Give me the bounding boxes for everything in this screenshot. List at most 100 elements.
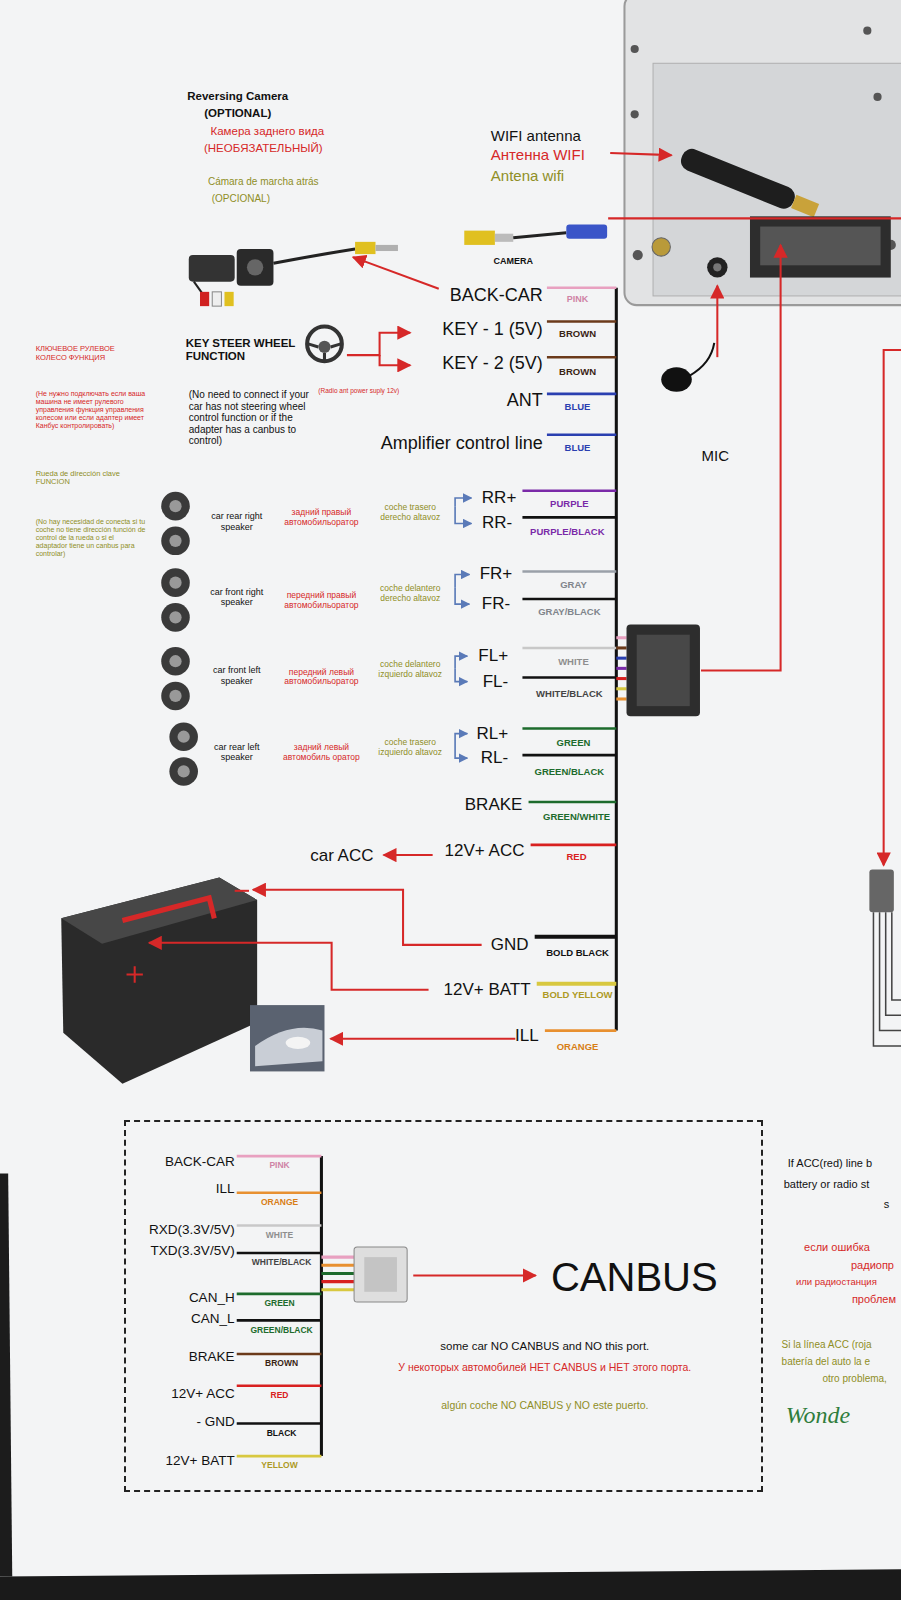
main-harness [535,935,617,939]
radio-unit [624,0,901,305]
right-harness [873,912,901,1046]
plug-label: CAMERA [494,256,534,266]
camera-title: (OPTIONAL) [204,108,271,121]
speaker-icons [161,568,190,597]
car-lights-photo [255,1028,322,1067]
speaker-icons [161,527,190,556]
wire-color: RED [566,852,586,863]
speaker-label: coche delantero derecho altavoz [371,584,449,604]
acc-note: s [884,1198,890,1211]
battery-illustration [122,898,214,920]
car-lights-photo [286,1037,310,1049]
antenna-label: Antena wifi [491,167,564,184]
speaker-label: car front left speaker [200,665,273,686]
canbus-harness [237,1384,322,1387]
main-harness [545,1029,616,1032]
acc-note: или радиостанция [796,1276,877,1287]
speaker-label: передний правый автомобильоратор [279,591,365,611]
speaker-arrows [455,734,467,746]
speaker-arrows [455,588,469,604]
canbus-harness [321,1288,354,1291]
radio-unit [713,263,721,271]
harness-connector [616,636,626,639]
speaker-icons [161,682,190,711]
reversing-camera [200,292,209,306]
camera-cable [495,234,513,242]
radio-unit [653,63,901,296]
main-harness [537,982,617,986]
battery-illustration [61,878,481,1084]
harness-connector [616,667,626,670]
reversing-camera [247,259,263,275]
canbus-note: У некоторых автомобилей НЕТ CANBUS и НЕТ… [398,1361,691,1373]
speaker-icons [169,611,181,623]
battery-illustration [253,890,482,945]
speaker-arrows [455,498,471,506]
camera-title: Камера заднего вида [210,125,324,138]
harness-connector [701,245,781,671]
antenna-label: WIFI antenna [491,127,581,144]
wire-name: FL+ [478,646,508,666]
wire-name: RL- [481,748,508,768]
steering-heading: КЛЮЧЕВОЕ РУЛЕВОЕ КОЛЕСО ФУНКЦИЯ [36,345,146,362]
speaker-icons [178,765,190,777]
radio-unit [873,93,881,101]
wire-name: ANT [507,390,543,411]
speaker-icons [169,500,181,512]
speaker-arrows [455,574,469,587]
battery-illustration [127,966,143,982]
main-harness [522,676,616,679]
canbus-harness [237,1293,322,1296]
acc-label: car ACC [310,846,373,866]
canbus-harness [321,1272,354,1275]
speaker-label: car rear right speaker [200,511,273,532]
mic-illustration [661,367,692,391]
acc-note: если ошибка [804,1241,870,1254]
speaker-icons [169,690,181,702]
canbus-harness [364,1257,397,1292]
canbus-title: CANBUS [551,1254,718,1300]
radio-unit [678,146,821,221]
speaker-arrows [455,668,467,681]
harness-connector [637,635,690,706]
wire-name: ILL [515,1026,539,1046]
main-harness [522,754,616,757]
steering-wheel-icon [347,333,410,355]
wire-name: TXD(3.3V/5V) [151,1243,235,1259]
wire-color: RED [271,1391,289,1401]
radio-unit [652,238,670,256]
wire-color: WHITE [558,657,589,668]
wire-name: CAN_L [191,1312,235,1328]
wire-name: BRAKE [465,795,523,815]
wire-name: CAN_H [189,1290,235,1306]
wire-color: WHITE/BLACK [252,1258,312,1268]
wire-name: Amplifier control line [381,433,543,454]
reversing-camera [355,242,375,254]
speaker-icons [161,492,198,786]
wire-color: GRAY/BLACK [538,607,600,618]
acc-note: otro problema, [822,1373,886,1385]
main-harness [522,727,616,730]
wire-name: 12V+ BATT [444,980,531,1000]
harness-connector [616,646,626,649]
steering-heading: Rueda de dirección clave FUNCION [36,470,146,487]
main-harness [522,570,616,573]
speaker-label: передний левый автомобильоратор [279,668,365,688]
radio-unit [631,110,639,118]
wire-name: KEY - 1 (5V) [442,318,543,339]
camera-cable [610,153,671,155]
camera-cable [608,217,901,219]
acc-note: проблем [852,1293,896,1306]
acc-note: batería del auto la e [782,1356,870,1368]
battery-illustration [61,878,257,944]
radio-unit [863,27,871,35]
canbus-harness [237,1252,322,1255]
speaker-icons [161,603,190,632]
main-harness [547,320,616,323]
speaker-label: задний левый автомобиль оратор [279,743,365,763]
speaker-label: coche trasero izquierdo altavoz [370,738,450,758]
wire-color: BOLD YELLOW [543,989,613,1000]
harness-connector [616,697,626,700]
speaker-arrows [455,506,471,523]
